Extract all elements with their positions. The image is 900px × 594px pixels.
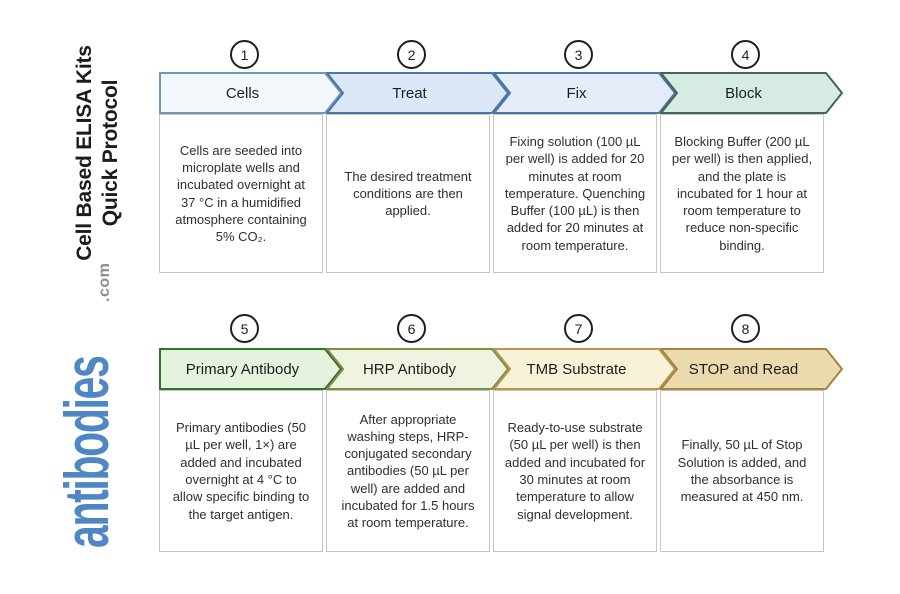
step-label: HRP Antibody	[362, 360, 457, 378]
step-label: Primary Antibody	[185, 360, 300, 378]
step-number-badge: 1	[230, 40, 259, 69]
step-arrow: TMB Substrate	[493, 348, 677, 390]
step-description: Ready-to-use substrate (50 µL per well) …	[504, 420, 646, 522]
step-number: 1	[240, 46, 249, 63]
step-description: Blocking Buffer (200 µL per well) is the…	[671, 134, 813, 253]
step-description-box: Finally, 50 µL of Stop Solution is added…	[660, 390, 824, 552]
step-arrow: Treat	[326, 72, 510, 114]
step-6-hrp-antibody: 6 HRP Antibody After appropriate washing…	[326, 314, 510, 558]
step-description-box: After appropriate washing steps, HRP-con…	[326, 390, 490, 552]
step-number: 4	[741, 46, 750, 63]
step-number: 8	[741, 320, 750, 337]
step-description: After appropriate washing steps, HRP-con…	[341, 411, 475, 531]
step-number-badge: 8	[731, 314, 760, 343]
step-description: The desired treatment conditions are the…	[344, 168, 472, 219]
chevron-path	[493, 72, 677, 114]
chevron-path	[660, 72, 844, 114]
chevron-path	[326, 72, 510, 114]
chevron-arrow-shape	[326, 348, 510, 390]
step-label: TMB Substrate	[526, 360, 627, 378]
step-number: 5	[240, 320, 249, 337]
chevron-path	[660, 348, 844, 390]
step-description: Cells are seeded into microplate wells a…	[175, 142, 307, 245]
step-1-cells: 1 Cells Cells are seeded into microplate…	[159, 40, 343, 284]
step-2-treat: 2 Treat The desired treatment conditions…	[326, 40, 510, 284]
step-description: Finally, 50 µL of Stop Solution is added…	[677, 437, 807, 505]
step-number: 7	[574, 320, 583, 337]
step-label: Block	[725, 84, 762, 102]
step-5-primary-antibody: 5 Primary Antibody Primary antibodies (5…	[159, 314, 343, 558]
step-arrow: STOP and Read	[660, 348, 844, 390]
chevron-arrow-shape	[660, 348, 844, 390]
step-number: 6	[407, 320, 416, 337]
antibodies-logo: antibodies .com	[53, 228, 122, 548]
logo-wordmark: antibodies	[53, 356, 122, 548]
step-label: Cells	[225, 84, 260, 102]
step-description: Primary antibodies (50 µL per well, 1×) …	[172, 420, 310, 522]
step-arrow: HRP Antibody	[326, 348, 510, 390]
logo-domain-suffix: .com	[96, 262, 113, 302]
chevron-arrow-shape	[660, 72, 844, 114]
chevron-arrow-shape	[159, 348, 343, 390]
step-4-block: 4 Block Blocking Buffer (200 µL per well…	[660, 40, 844, 284]
step-3-fix: 3 Fix Fixing solution (100 µL per well) …	[493, 40, 677, 284]
chevron-path	[159, 348, 343, 390]
step-8-stop-and-read: 8 STOP and Read Finally, 50 µL of Stop S…	[660, 314, 844, 558]
chevron-arrow-shape	[326, 72, 510, 114]
step-description: Fixing solution (100 µL per well) is add…	[504, 134, 646, 253]
step-description-box: Fixing solution (100 µL per well) is add…	[493, 114, 657, 273]
step-label: STOP and Read	[688, 360, 799, 378]
step-number: 3	[574, 46, 583, 63]
step-number-badge: 2	[397, 40, 426, 69]
step-number-badge: 6	[397, 314, 426, 343]
chevron-path	[159, 72, 343, 114]
step-arrow: Primary Antibody	[159, 348, 343, 390]
step-number-badge: 7	[564, 314, 593, 343]
step-arrow: Fix	[493, 72, 677, 114]
step-description-box: Cells are seeded into microplate wells a…	[159, 114, 323, 273]
step-description-box: Primary antibodies (50 µL per well, 1×) …	[159, 390, 323, 552]
chevron-arrow-shape	[493, 72, 677, 114]
step-number: 2	[407, 46, 416, 63]
step-arrow: Cells	[159, 72, 343, 114]
step-7-tmb-substrate: 7 TMB Substrate Ready-to-use substrate (…	[493, 314, 677, 558]
chevron-path	[326, 348, 510, 390]
step-label: Treat	[392, 84, 427, 102]
step-label: Fix	[566, 84, 587, 102]
step-description-box: Ready-to-use substrate (50 µL per well) …	[493, 390, 657, 552]
step-arrow: Block	[660, 72, 844, 114]
chevron-arrow-shape	[159, 72, 343, 114]
step-description-box: The desired treatment conditions are the…	[326, 114, 490, 273]
step-number-badge: 4	[731, 40, 760, 69]
chevron-path	[493, 348, 677, 390]
step-description-box: Blocking Buffer (200 µL per well) is the…	[660, 114, 824, 273]
step-number-badge: 5	[230, 314, 259, 343]
step-number-badge: 3	[564, 40, 593, 69]
chevron-arrow-shape	[493, 348, 677, 390]
